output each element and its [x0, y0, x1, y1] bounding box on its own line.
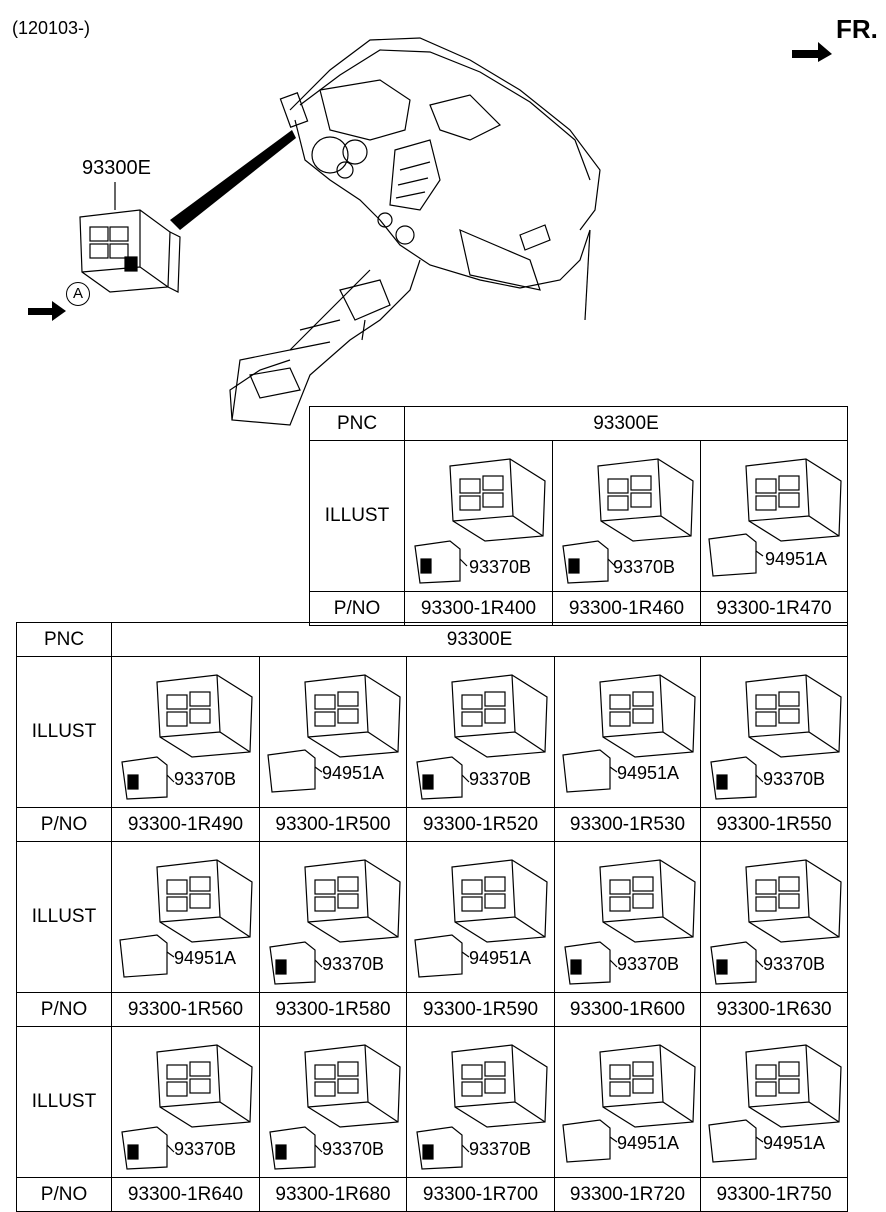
illust-cell: 93370B	[259, 1026, 407, 1178]
top-parts-table: PNC 93300E ILLUST 93370B 93370B	[309, 406, 848, 626]
part-number: 93300-1R590	[406, 992, 555, 1027]
sub-part-label: 94951A	[765, 549, 828, 569]
pno-label: P/NO	[309, 591, 405, 626]
part-number: 93300-1R630	[699, 992, 849, 1027]
illust-cell: 94951A	[700, 440, 848, 592]
sub-part-label: 93370B	[763, 954, 826, 974]
sub-part-label: 93370B	[322, 954, 385, 974]
pnc-label: PNC	[16, 622, 112, 657]
sub-part-label: 94951A	[469, 948, 532, 968]
illust-cell: 93370B	[554, 841, 701, 993]
switch-assembly-callout: 93300E	[82, 157, 151, 179]
pnc-label: PNC	[309, 406, 405, 441]
part-number: 93300-1R720	[554, 1177, 701, 1212]
illust-cell: 93370B	[406, 1026, 555, 1178]
part-number: 93300-1R550	[699, 807, 849, 842]
sub-part-label: 94951A	[322, 763, 385, 783]
sub-part-label: 93370B	[763, 769, 826, 789]
sub-part-label: 94951A	[617, 763, 680, 783]
illust-cell: 93370B	[404, 440, 553, 592]
pnc-value: 93300E	[110, 622, 849, 657]
part-number: 93300-1R400	[404, 591, 553, 626]
sub-part-label: 93370B	[469, 769, 532, 789]
part-number: 93300-1R560	[111, 992, 260, 1027]
part-number: 93300-1R700	[406, 1177, 555, 1212]
illust-label: ILLUST	[16, 656, 112, 808]
illust-cell: 94951A	[554, 656, 701, 808]
illust-cell: 94951A	[111, 841, 260, 993]
switch-assembly-drawing	[79, 182, 181, 293]
illust-label: ILLUST	[16, 841, 112, 993]
sub-part-label: 93370B	[322, 1139, 385, 1159]
illust-cell: 93370B	[406, 656, 555, 808]
illust-cell: 94951A	[699, 1026, 849, 1178]
sub-part-label: 93370B	[174, 1139, 237, 1159]
part-number: 93300-1R680	[259, 1177, 407, 1212]
sub-part-label: 94951A	[174, 948, 237, 968]
bottom-parts-table: PNC 93300E ILLUST 93370B 94951A 93370B 94951…	[16, 622, 849, 1212]
front-direction-label: FR.	[836, 14, 878, 44]
pno-label: P/NO	[16, 807, 112, 842]
sub-part-label: 94951A	[763, 1133, 826, 1153]
sub-part-label: 93370B	[174, 769, 237, 789]
illust-cell: 94951A	[259, 656, 407, 808]
part-number: 93300-1R500	[259, 807, 407, 842]
date-code: (120103-)	[12, 18, 91, 38]
dashboard-illustration	[170, 37, 601, 426]
part-number: 93300-1R470	[700, 591, 848, 626]
sub-part-label: 93370B	[469, 557, 532, 577]
illust-cell: 93370B	[259, 841, 407, 993]
illust-cell: 93370B	[699, 656, 849, 808]
part-number: 93300-1R750	[699, 1177, 849, 1212]
sub-part-label: 94951A	[617, 1133, 680, 1153]
illust-label: ILLUST	[16, 1026, 112, 1178]
illust-label: ILLUST	[309, 440, 405, 592]
part-number: 93300-1R600	[554, 992, 701, 1027]
sub-part-label: 93370B	[613, 557, 676, 577]
illust-cell: 93370B	[552, 440, 701, 592]
part-number: 93300-1R580	[259, 992, 407, 1027]
part-number: 93300-1R490	[111, 807, 260, 842]
part-number: 93300-1R520	[406, 807, 555, 842]
part-number: 93300-1R530	[554, 807, 701, 842]
pno-label: P/NO	[16, 1177, 112, 1212]
illust-cell: 93370B	[699, 841, 849, 993]
illust-cell: 93370B	[111, 656, 260, 808]
illust-cell: 94951A	[554, 1026, 701, 1178]
sub-part-label: 93370B	[469, 1139, 532, 1159]
view-a-marker: A	[66, 282, 90, 306]
part-number: 93300-1R460	[552, 591, 701, 626]
pno-label: P/NO	[16, 992, 112, 1027]
illust-cell: 93370B	[111, 1026, 260, 1178]
sub-part-label: 93370B	[617, 954, 680, 974]
pnc-value: 93300E	[404, 406, 848, 441]
illust-cell: 94951A	[406, 841, 555, 993]
view-arrow-icon	[28, 301, 66, 321]
part-number: 93300-1R640	[111, 1177, 260, 1212]
front-arrow-icon	[792, 42, 832, 62]
